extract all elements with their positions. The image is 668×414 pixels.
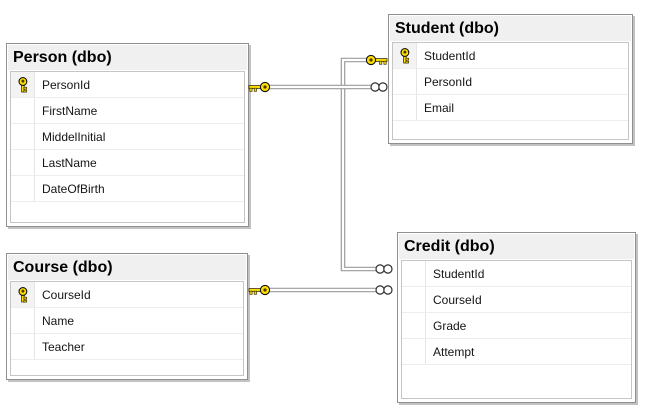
column-name: Attempt: [433, 344, 475, 359]
table-course-row-courseid[interactable]: CourseId: [11, 282, 243, 308]
key-cell-empty: [11, 124, 35, 149]
key-cell-empty: [11, 98, 35, 123]
column-name: FirstName: [42, 103, 98, 118]
column-name: Teacher: [42, 339, 85, 354]
key-cell-empty: [393, 95, 417, 120]
column-name: StudentId: [433, 266, 485, 281]
key-cell-empty: [402, 313, 426, 338]
key-cell-empty: [402, 261, 426, 286]
table-credit-title[interactable]: Credit (dbo): [399, 234, 634, 259]
table-course-grid: CourseId Name Teacher: [10, 281, 244, 376]
table-credit-row-grade[interactable]: Grade: [402, 313, 631, 339]
primary-key-icon: [17, 76, 27, 93]
column-name: CourseId: [433, 292, 482, 307]
table-node-person[interactable]: Person (dbo) PersonId FirstName MiddelIn…: [6, 43, 249, 227]
one-side-key-icon: [248, 284, 271, 296]
column-name: CourseId: [42, 287, 91, 302]
key-cell-empty: [11, 150, 35, 175]
table-person-row-middelinitial[interactable]: MiddelInitial: [11, 124, 244, 150]
many-side-infinity-icon: [375, 285, 393, 295]
primary-key-icon: [399, 47, 409, 64]
table-course-title[interactable]: Course (dbo): [8, 255, 246, 280]
relationship-course-credit[interactable]: [248, 284, 393, 296]
one-side-key-icon: [365, 54, 388, 66]
many-side-infinity-icon: [375, 264, 393, 274]
table-student-row-email[interactable]: Email: [393, 95, 628, 121]
column-name: Email: [424, 100, 455, 115]
table-node-student[interactable]: Student (dbo) StudentId PersonId Email: [388, 14, 633, 144]
table-credit-grid: StudentId CourseId Grade Attempt: [401, 260, 632, 399]
table-person-row-firstname[interactable]: FirstName: [11, 98, 244, 124]
table-course-row-name[interactable]: Name: [11, 308, 243, 334]
table-person-row-dateofbirth[interactable]: DateOfBirth: [11, 176, 244, 202]
column-name: Name: [42, 313, 75, 328]
column-name: MiddelInitial: [42, 129, 106, 144]
table-credit-row-courseid[interactable]: CourseId: [402, 287, 631, 313]
column-name: StudentId: [424, 48, 476, 63]
key-cell-empty: [402, 339, 426, 364]
table-student-row-studentid[interactable]: StudentId: [393, 43, 628, 69]
primary-key-cell: [11, 72, 35, 97]
relationship-student-credit[interactable]: [340, 54, 393, 274]
many-side-infinity-icon: [370, 82, 388, 92]
primary-key-cell: [11, 282, 35, 307]
column-name: PersonId: [424, 74, 473, 89]
key-cell-empty: [11, 308, 35, 333]
column-name: DateOfBirth: [42, 181, 105, 196]
table-student-grid: StudentId PersonId Email: [392, 42, 629, 140]
key-cell-empty: [393, 69, 417, 94]
primary-key-icon: [17, 286, 27, 303]
table-credit-row-studentid[interactable]: StudentId: [402, 261, 631, 287]
table-person-title[interactable]: Person (dbo): [8, 45, 247, 70]
table-student-title[interactable]: Student (dbo): [390, 16, 631, 41]
key-cell-empty: [402, 287, 426, 312]
primary-key-cell: [393, 43, 417, 68]
table-course-row-teacher[interactable]: Teacher: [11, 334, 243, 360]
one-side-key-icon: [248, 81, 271, 93]
column-name: LastName: [42, 155, 97, 170]
table-node-course[interactable]: Course (dbo) CourseId Name Teacher: [6, 253, 248, 380]
key-cell-empty: [11, 176, 35, 201]
relationship-person-student[interactable]: [248, 81, 388, 93]
table-person-row-lastname[interactable]: LastName: [11, 150, 244, 176]
table-student-row-personid[interactable]: PersonId: [393, 69, 628, 95]
table-credit-row-attempt[interactable]: Attempt: [402, 339, 631, 365]
key-cell-empty: [11, 334, 35, 359]
table-person-grid: PersonId FirstName MiddelInitial LastNam…: [10, 71, 245, 223]
table-person-row-personid[interactable]: PersonId: [11, 72, 244, 98]
table-node-credit[interactable]: Credit (dbo) StudentId CourseId Grade At…: [397, 232, 636, 403]
column-name: PersonId: [42, 77, 91, 92]
column-name: Grade: [433, 318, 467, 333]
